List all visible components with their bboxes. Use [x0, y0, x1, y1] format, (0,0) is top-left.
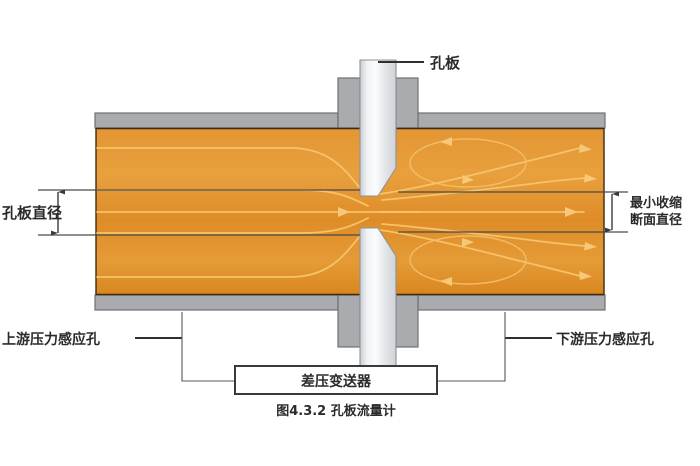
arrowhead-jet-lower [579, 271, 592, 280]
arrowhead-eddy-upper-bottom [462, 175, 474, 184]
dimension-orifice-diameter: 孔板直径 [2, 189, 360, 236]
tubing-upstream [181, 312, 238, 382]
streamline-jet-lower [379, 229, 581, 277]
label-min-contraction-line2: 断面直径 [630, 212, 682, 228]
orifice-plate [359, 59, 397, 371]
callout-upstream-tap: 上游压力感应孔 [2, 331, 182, 348]
arrowhead-jet-center [565, 207, 578, 217]
label-upstream-tap: 上游压力感应孔 [2, 331, 100, 348]
dp-transmitter: 差压变送器 [234, 365, 438, 395]
streamline-upper-outer [96, 147, 361, 189]
pipe-wall-top-left [94, 112, 339, 129]
callout-downstream-tap: 下游压力感应孔 [505, 331, 654, 348]
orifice-plate-lower-blade [359, 227, 397, 371]
arrowhead-upstream-center [338, 207, 350, 217]
flange-neck-top-left [337, 77, 361, 129]
label-orifice-plate: 孔板 [430, 54, 461, 72]
streamline-lower-mid [96, 217, 369, 234]
label-downstream-tap: 下游压力感应孔 [556, 331, 654, 348]
dp-transmitter-box [234, 365, 438, 395]
figure-caption: 图4.3.2 孔板流量计 [276, 403, 396, 419]
tubing-downstream [436, 312, 506, 382]
arrowhead-jet-upper-2 [584, 174, 597, 183]
label-dp-transmitter: 差压变送器 [301, 373, 372, 390]
orifice-plate-upper-blade [359, 59, 397, 197]
arrowhead-eddy-lower-bottom [440, 277, 452, 286]
flange-neck-bottom-right [395, 294, 419, 348]
label-orifice-plate-diameter: 孔板直径 [2, 204, 62, 222]
streamline-jet-upper [379, 147, 581, 195]
streamline-jet-upper-2 [381, 177, 587, 201]
streamline-lower-outer [96, 235, 361, 278]
arrowhead-eddy-upper-top [440, 137, 452, 146]
impulse-tubing [181, 312, 506, 382]
flow-streamlines [96, 137, 597, 286]
arrowhead-jet-upper [579, 144, 592, 153]
arrowhead-eddy-lower-top [462, 238, 474, 247]
pipe-wall-bottom-left [94, 294, 339, 311]
label-min-contraction-line1: 最小收缩 [630, 195, 682, 211]
flange-neck-top-right [395, 77, 419, 129]
pipe-wall-bottom-right [417, 294, 606, 311]
pipe-wall-top-right [417, 112, 606, 129]
flange-neck-bottom-left [337, 294, 361, 348]
arrowhead-jet-lower-2 [584, 242, 597, 251]
streamline-jet-lower-2 [381, 223, 587, 247]
eddy-lower [409, 235, 527, 285]
dimension-min-contraction: 最小收缩 断面直径 [398, 191, 682, 233]
eddy-upper [409, 138, 527, 188]
callout-orifice-plate: 孔板 [378, 54, 461, 72]
